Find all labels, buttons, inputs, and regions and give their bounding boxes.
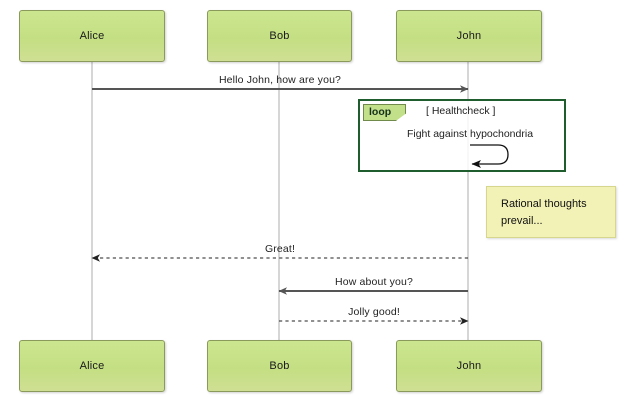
message-label-m1: Hello John, how are you? <box>218 74 342 86</box>
participant-alice-top[interactable]: Alice <box>19 10 165 62</box>
message-label-m2: Great! <box>264 243 296 255</box>
participant-label: Alice <box>79 30 105 42</box>
participant-bob-bottom[interactable]: Bob <box>207 340 352 392</box>
participant-john-top[interactable]: John <box>396 10 542 62</box>
loop-fragment: loop [ Healthcheck ] Fight against hypoc… <box>358 99 566 172</box>
loop-fragment-body-text: Fight against hypochondria <box>406 128 534 140</box>
participant-label: Bob <box>269 30 290 42</box>
participant-label: John <box>456 360 482 372</box>
participant-label: Bob <box>269 360 290 372</box>
participant-john-bottom[interactable]: John <box>396 340 542 392</box>
participant-bob-top[interactable]: Bob <box>207 10 352 62</box>
lifeline-alice <box>91 62 93 340</box>
participant-label: Alice <box>79 360 105 372</box>
message-label-m3: How about you? <box>335 276 413 288</box>
lifeline-bob <box>278 62 280 340</box>
participant-alice-bottom[interactable]: Alice <box>19 340 165 392</box>
lifeline-john <box>467 62 469 340</box>
participant-label: John <box>456 30 482 42</box>
message-label-m4: Jolly good! <box>348 306 400 318</box>
loop-fragment-tab: loop <box>363 104 407 121</box>
note-rational-thoughts: Rational thoughts prevail... <box>486 186 616 238</box>
loop-fragment-condition: [ Healthcheck ] <box>426 105 496 117</box>
